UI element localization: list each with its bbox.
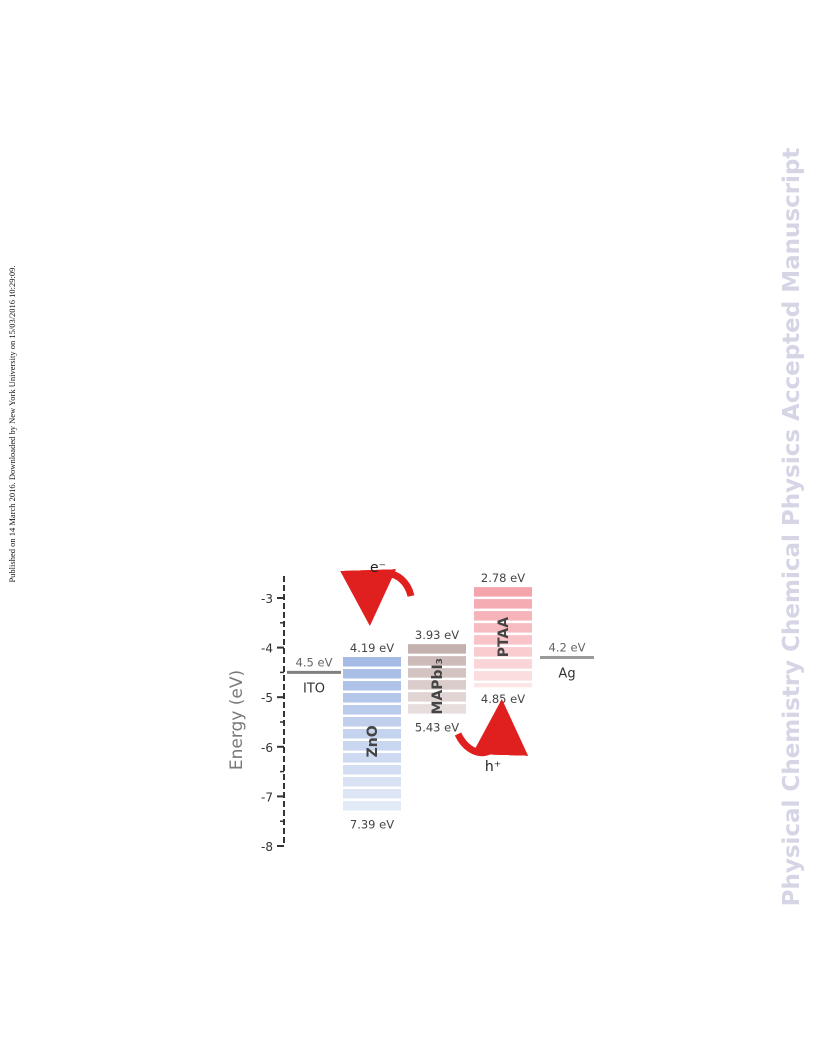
electron-label: e⁻ (370, 560, 386, 576)
zno-band-stripe (343, 669, 401, 679)
zno-band (343, 657, 401, 814)
mapbi3-band-stripe (408, 656, 466, 666)
ptaa-name-label: PTAA (496, 617, 512, 658)
zno-band-stripe (343, 801, 401, 811)
zno-band-stripe (343, 693, 401, 703)
zno-band-stripe (343, 753, 401, 763)
ptaa-band-stripe (474, 587, 532, 597)
zno-name-label: ZnO (365, 725, 381, 757)
hole-transfer-arrow (454, 699, 529, 757)
zno-band-stripe (343, 777, 401, 787)
zno-band-stripe (343, 681, 401, 691)
zno-band-stripe (343, 717, 401, 727)
hole-label: h⁺ (485, 759, 501, 775)
mapbi3-band-stripe (408, 668, 466, 678)
zno-band-stripe (343, 657, 401, 667)
ptaa-band-stripe (474, 599, 532, 609)
mapbi3-band-stripe (408, 692, 466, 702)
ptaa-band-stripe (474, 671, 532, 681)
ptaa-top-label: 2.78 eV (481, 571, 525, 585)
ptaa-bottom-label: 4.85 eV (481, 692, 525, 706)
zno-band-stripe (343, 705, 401, 715)
ptaa-band-stripe (474, 611, 532, 621)
y-tick-label: -4 (261, 642, 273, 656)
y-tick-label: -7 (261, 790, 273, 804)
ptaa-band-stripe (474, 659, 532, 669)
zno-band-stripe (343, 729, 401, 739)
ptaa-band-stripe (474, 623, 532, 633)
ptaa-band-stripe (474, 635, 532, 645)
zno-band-stripe (343, 789, 401, 799)
zno-bottom-label: 7.39 eV (350, 818, 394, 832)
ito-value-label: 4.5 eV (296, 655, 333, 669)
y-tick-label: -3 (261, 592, 273, 606)
y-axis: -3 -4 -5 -6 -7 -8 (261, 576, 285, 854)
mapbi3-band-stripe (408, 704, 466, 714)
y-axis-label: Energy (eV) (227, 670, 247, 770)
zno-top-label: 4.19 eV (350, 641, 394, 655)
mapbi3-bottom-label: 5.43 eV (415, 721, 459, 735)
carrier-arrows: e⁻ h⁺ (340, 560, 529, 775)
mapbi3-name-label: MAPbI₃ (430, 658, 446, 714)
material-bands: 4.19 eV 7.39 eV ZnO 3.93 eV 5.43 eV MAPbI₃ 2.7… (343, 571, 532, 832)
zno-band-stripe (343, 741, 401, 751)
electrode-levels: 4.5 eV ITO 4.2 eV Ag (287, 641, 594, 696)
ptaa-band-stripe (474, 647, 532, 657)
ptaa-band (474, 587, 532, 688)
y-tick-label: -8 (261, 840, 273, 854)
ag-name-label: Ag (558, 667, 575, 682)
mapbi3-band-stripe (408, 644, 466, 654)
mapbi3-band (408, 644, 466, 714)
electron-transfer-arrow (340, 569, 415, 626)
mapbi3-top-label: 3.93 eV (415, 628, 459, 642)
ag-value-label: 4.2 eV (549, 641, 586, 655)
y-tick-label: -5 (261, 691, 273, 705)
y-tick-label: -6 (261, 741, 273, 755)
mapbi3-band-stripe (408, 680, 466, 690)
ito-name-label: ITO (303, 681, 325, 696)
zno-band-stripe (343, 765, 401, 775)
ptaa-band-stripe (474, 683, 532, 688)
